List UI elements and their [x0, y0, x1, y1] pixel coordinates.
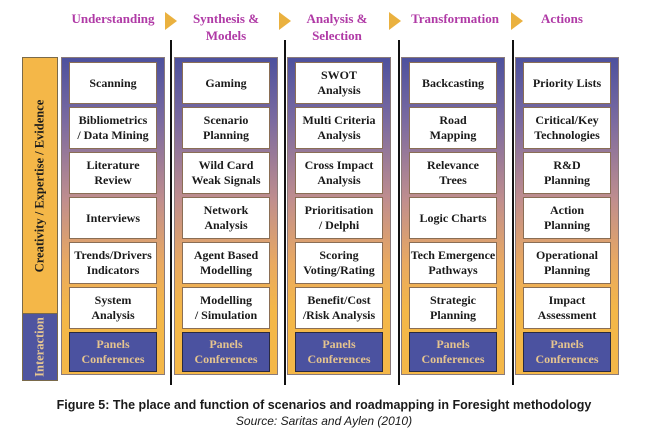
- arrow-right-icon: [279, 12, 291, 30]
- panel-box: Panels Conferences: [182, 332, 270, 372]
- method-box: Agent Based Modelling: [182, 242, 270, 284]
- method-box: Modelling / Simulation: [182, 287, 270, 329]
- figure-caption: Figure 5: The place and function of scen…: [56, 398, 592, 412]
- method-box: Network Analysis: [182, 197, 270, 239]
- method-box: Road Mapping: [409, 107, 497, 149]
- method-box: Scanning: [69, 62, 157, 104]
- arrow-right-icon: [165, 12, 177, 30]
- arrow-right-icon: [511, 12, 523, 30]
- method-box: Tech Emergence Pathways: [409, 242, 497, 284]
- method-box: Action Planning: [523, 197, 611, 239]
- method-box: Relevance Trees: [409, 152, 497, 194]
- panel-box: Panels Conferences: [523, 332, 611, 372]
- method-box: System Analysis: [69, 287, 157, 329]
- method-box: Literature Review: [69, 152, 157, 194]
- stage-divider: [170, 40, 172, 385]
- stage-label: Understanding: [71, 11, 155, 26]
- stage-label: Transformation: [411, 11, 499, 26]
- method-box: SWOT Analysis: [295, 62, 383, 104]
- method-box: Strategic Planning: [409, 287, 497, 329]
- stage-divider: [512, 40, 514, 385]
- panel-box: Panels Conferences: [409, 332, 497, 372]
- stage-label: Actions: [541, 11, 583, 26]
- method-box: Operational Planning: [523, 242, 611, 284]
- method-box: Interviews: [69, 197, 157, 239]
- method-box: Prioritisation / Delphi: [295, 197, 383, 239]
- stage-label: Analysis & Selection: [306, 11, 368, 43]
- method-box: Critical/Key Technologies: [523, 107, 611, 149]
- method-box: Logic Charts: [409, 197, 497, 239]
- side-label-creativity: Creativity / Expertise / Evidence: [32, 99, 47, 272]
- panel-box: Panels Conferences: [295, 332, 383, 372]
- figure-source: Source: Saritas and Aylen (2010): [235, 414, 413, 428]
- stage-label: Synthesis & Models: [192, 11, 260, 43]
- method-box: Priority Lists: [523, 62, 611, 104]
- method-box: Benefit/Cost /Risk Analysis: [295, 287, 383, 329]
- panel-box: Panels Conferences: [69, 332, 157, 372]
- method-box: Cross Impact Analysis: [295, 152, 383, 194]
- side-label-interaction: Interaction: [32, 317, 47, 377]
- method-box: Gaming: [182, 62, 270, 104]
- method-box: Scoring Voting/Rating: [295, 242, 383, 284]
- stage-divider: [284, 40, 286, 385]
- stage-divider: [398, 40, 400, 385]
- method-box: Multi Criteria Analysis: [295, 107, 383, 149]
- method-box: R&D Planning: [523, 152, 611, 194]
- method-box: Backcasting: [409, 62, 497, 104]
- method-box: Bibliometrics / Data Mining: [69, 107, 157, 149]
- side-bar-interaction: Interaction: [22, 313, 58, 381]
- side-bar-creativity: Creativity / Expertise / Evidence: [22, 57, 58, 314]
- method-box: Wild Card Weak Signals: [182, 152, 270, 194]
- method-box: Trends/Drivers Indicators: [69, 242, 157, 284]
- method-box: Impact Assessment: [523, 287, 611, 329]
- method-box: Scenario Planning: [182, 107, 270, 149]
- arrow-right-icon: [389, 12, 401, 30]
